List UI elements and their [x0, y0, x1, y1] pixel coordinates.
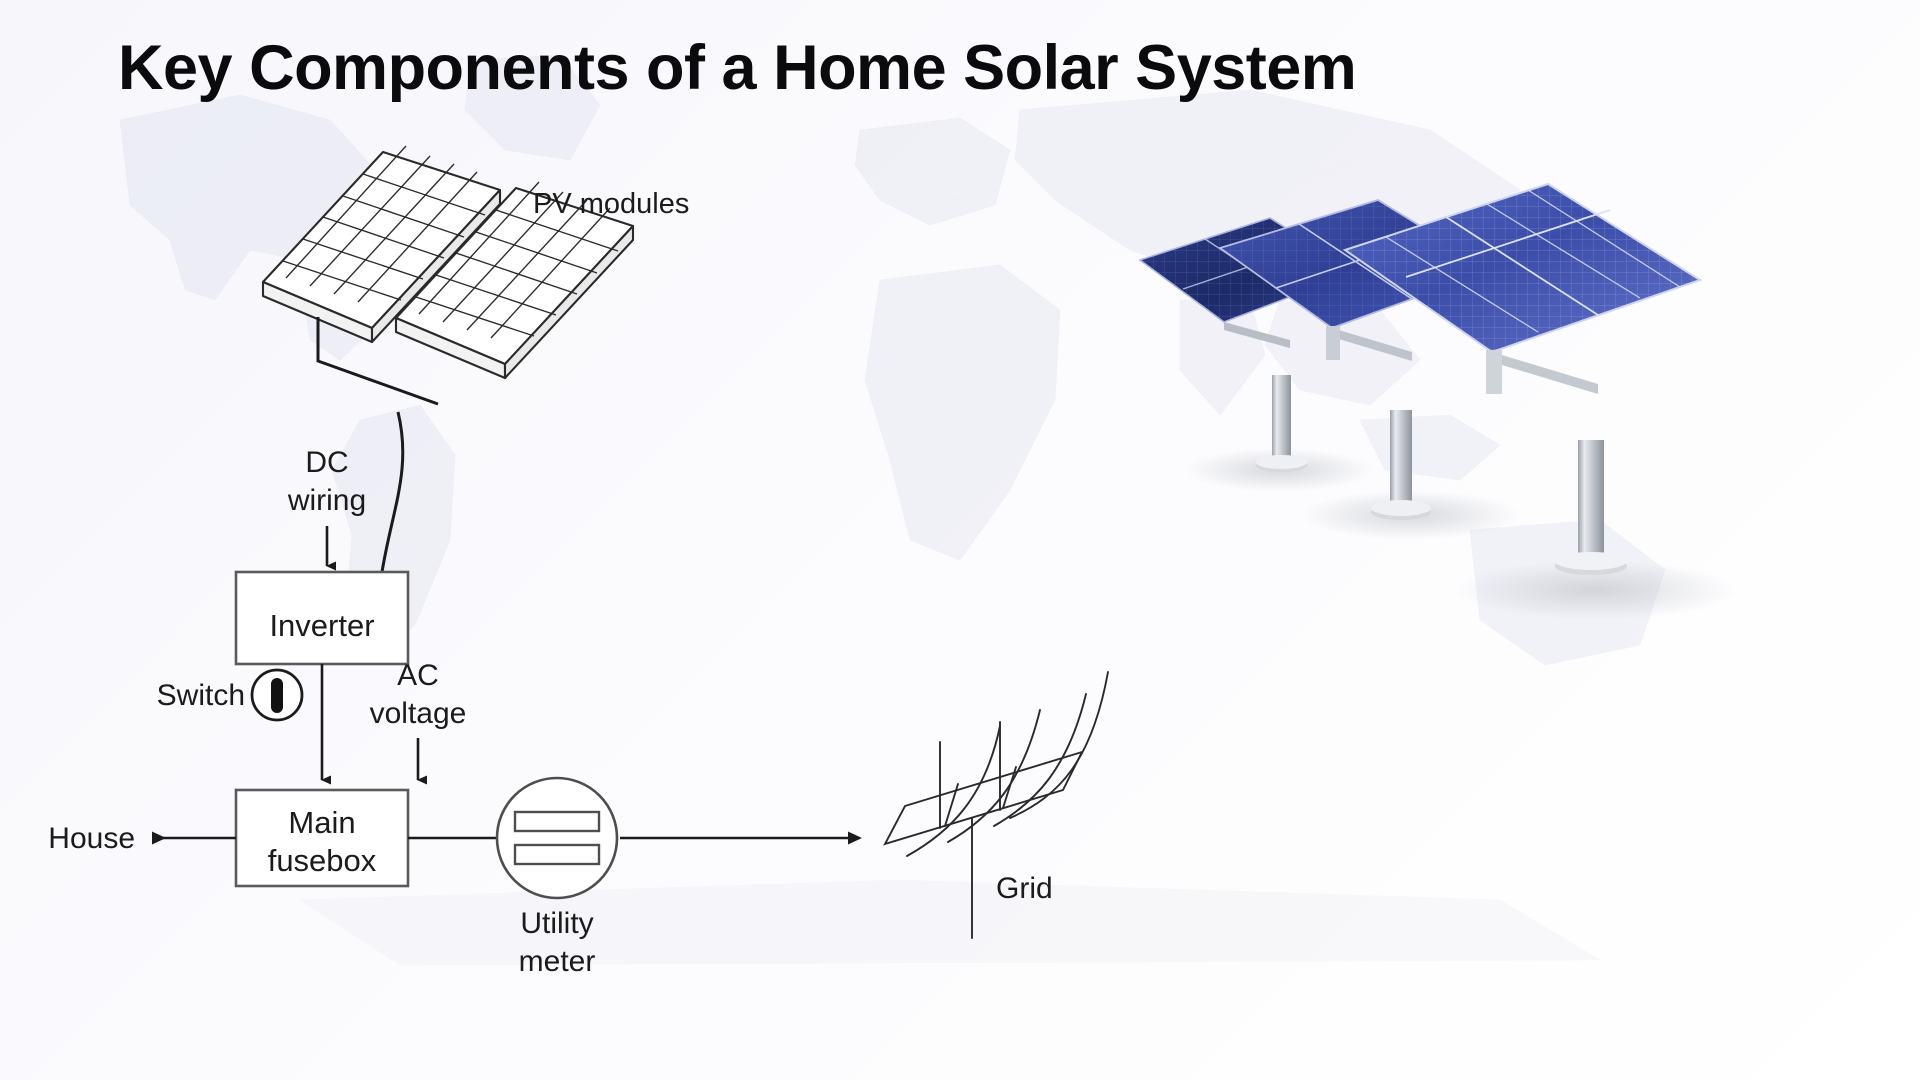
label-grid: Grid: [996, 872, 1053, 905]
label-ac-voltage-line2: voltage: [370, 697, 467, 730]
label-main-fusebox-line2: fusebox: [268, 843, 377, 878]
label-pv-modules: PV modules: [533, 188, 689, 220]
ac-voltage-connectors: [320, 664, 427, 785]
label-main-fusebox-line1: Main: [288, 805, 355, 840]
label-inverter: Inverter: [269, 608, 374, 643]
solar-system-schematic: PV modules DC wiring Inverter Switch AC …: [48, 145, 1109, 978]
label-dc-wiring-line2: wiring: [287, 484, 366, 517]
utility-meter-icon: [495, 776, 619, 900]
pv-module-right: [394, 181, 635, 380]
pv-module-left: [261, 145, 502, 344]
grid-icon: [883, 671, 1109, 939]
label-house: House: [48, 822, 135, 855]
ground-shadow-3: [1455, 560, 1735, 620]
switch-icon: [250, 668, 304, 722]
inverter-box: [234, 570, 410, 666]
label-dc-wiring-line1: DC: [305, 446, 348, 479]
solar-array-front: [1342, 182, 1703, 575]
label-utility-meter-line2: meter: [519, 945, 596, 978]
dc-wiring-lines: [316, 317, 439, 573]
main-fusebox-box: [234, 788, 410, 888]
label-switch: Switch: [157, 679, 245, 712]
page-title: Key Components of a Home Solar System: [118, 33, 1357, 103]
label-ac-voltage-line1: AC: [397, 659, 439, 692]
label-utility-meter-line1: Utility: [520, 907, 593, 940]
solar-array-photo: [1138, 182, 1735, 620]
